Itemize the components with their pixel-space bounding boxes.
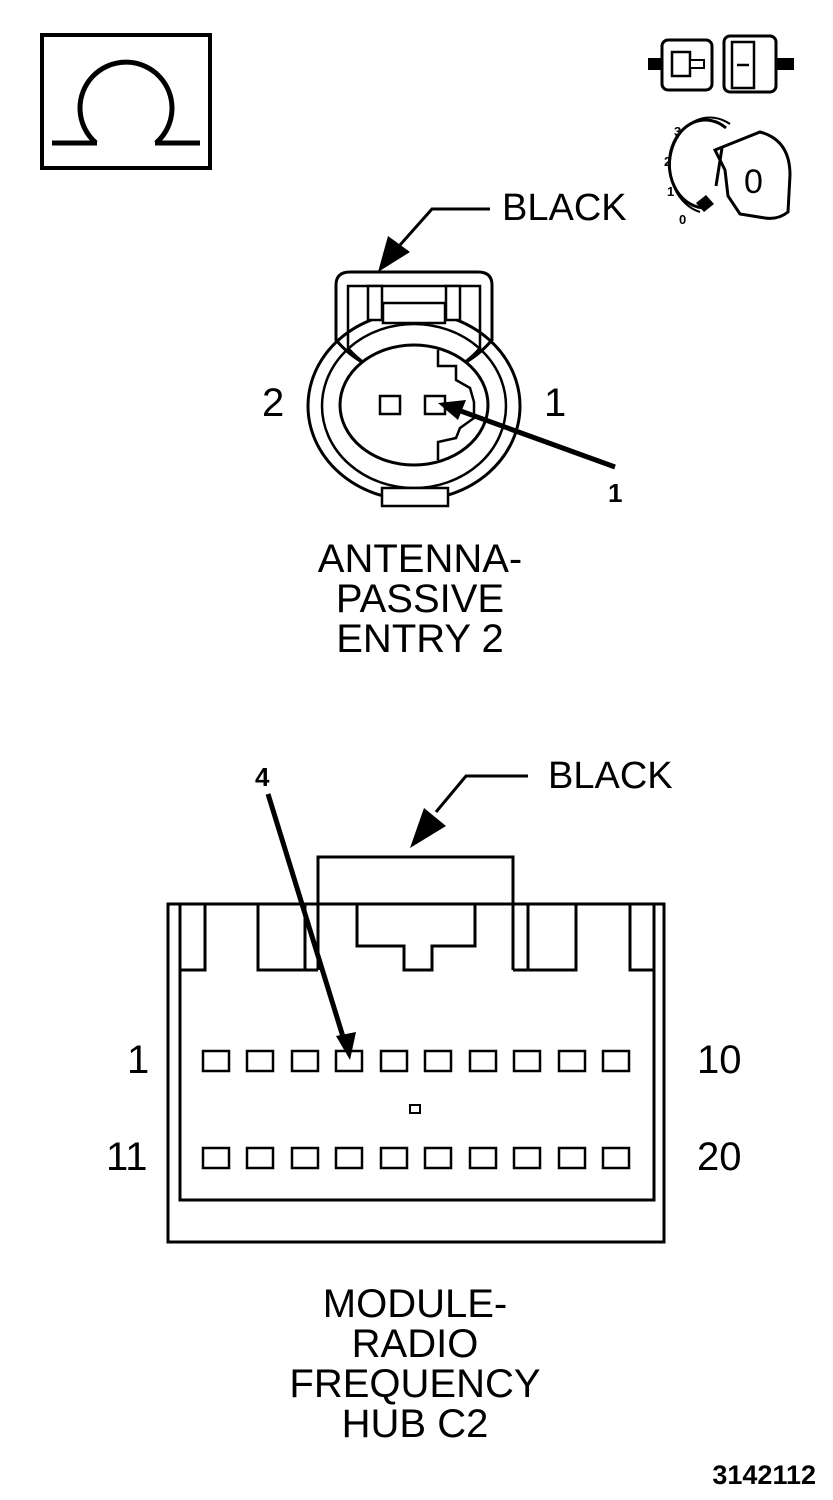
pin-cavity [423, 1146, 453, 1170]
rf-hub-pin-10-label: 10 [697, 1038, 742, 1082]
pin-cavity [512, 1146, 542, 1170]
pin-row-top [201, 1049, 631, 1073]
rf-hub-title-line-2: RADIO [352, 1322, 479, 1366]
disconnected-connector-icon [648, 34, 794, 94]
pin-cavity [201, 1146, 231, 1170]
pin-cavity [512, 1049, 542, 1073]
pin-cavity [379, 1049, 409, 1073]
antenna-color-label: BLACK [502, 187, 627, 229]
rf-hub-title-line-3: FREQUENCY [289, 1362, 540, 1406]
ignition-position-2: 2 [664, 154, 671, 169]
pin-cavity [245, 1049, 275, 1073]
ohm-icon [40, 33, 212, 170]
rf-hub-callout-number: 4 [255, 762, 270, 792]
antenna-pin-2-label: 2 [262, 381, 284, 425]
black-color-arrow-bottom [410, 808, 446, 848]
pin-cavity [557, 1146, 587, 1170]
figure-id: 3142112 [712, 1460, 816, 1490]
black-color-arrow-top [378, 236, 410, 272]
ignition-position-1: 1 [667, 184, 674, 199]
antenna-connector [306, 207, 616, 508]
rf-hub-pin-20-label: 20 [697, 1135, 742, 1179]
antenna-title-line-1: ANTENNA- [318, 537, 522, 581]
pin-cavity [201, 1049, 231, 1073]
ignition-key-icon: 3 2 1 0 0 [664, 116, 792, 227]
antenna-callout-number: 1 [608, 478, 622, 508]
pin-cavity [423, 1049, 453, 1073]
pin-cavity [290, 1049, 320, 1073]
center-key-mark [409, 1104, 421, 1114]
rf-hub-title-line-4: HUB C2 [342, 1402, 489, 1446]
pin-cavity [601, 1146, 631, 1170]
pin-cavity [290, 1146, 320, 1170]
antenna-pin-2-cavity [378, 394, 402, 416]
ignition-position-3: 3 [674, 124, 681, 139]
ignition-position-0: 0 [679, 212, 686, 227]
antenna-pin-1-label: 1 [544, 381, 566, 425]
rf-hub-pin-1-label: 1 [127, 1038, 149, 1082]
rf-hub-title-line-1: MODULE- [323, 1282, 507, 1326]
pin-cavity [468, 1146, 498, 1170]
pin-row-bottom [201, 1146, 631, 1170]
rf-hub-pin-11-label: 11 [106, 1135, 148, 1179]
antenna-title-line-2: PASSIVE [336, 577, 504, 621]
ignition-key-label: 0 [744, 163, 763, 201]
pin-cavity [334, 1146, 364, 1170]
pin-cavity [601, 1049, 631, 1073]
pin-cavity [379, 1146, 409, 1170]
pin-1-callout-arrow [438, 400, 466, 420]
antenna-title-line-3: ENTRY 2 [336, 617, 503, 661]
rf-hub-connector [166, 774, 666, 1244]
pin-cavity [468, 1049, 498, 1073]
pin-4-callout-arrow [336, 1032, 356, 1060]
pin-cavity [245, 1146, 275, 1170]
rf-hub-color-label: BLACK [548, 755, 673, 797]
pin-cavity [557, 1049, 587, 1073]
